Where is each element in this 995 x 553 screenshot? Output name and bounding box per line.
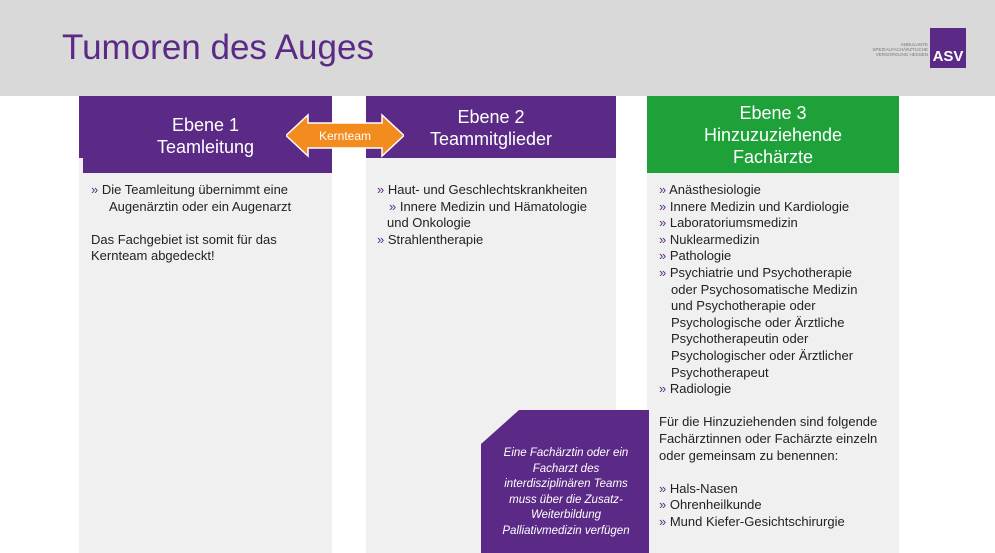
- kernteam-label: Kernteam: [318, 128, 372, 143]
- list-item: » Anästhesiologie: [659, 182, 761, 197]
- kernteam-double-arrow: Kernteam: [284, 113, 406, 158]
- logo-small-text: Ambulante Spezialfachärztliche Versorgun…: [872, 42, 928, 57]
- list-item: Kernteam abgedeckt!: [91, 248, 215, 264]
- bullet-marker: »: [659, 513, 670, 529]
- bullet-marker: »: [659, 497, 670, 513]
- list-item: » Radiologie: [659, 381, 732, 397]
- bullet-marker: »: [389, 198, 400, 214]
- list-item: » Die Teamleitung übernimmt eine: [91, 182, 289, 197]
- bullet-marker: »: [659, 381, 670, 397]
- list-item: » Haut- und Geschlechtskrankheiten: [377, 182, 588, 197]
- bullet-marker: »: [659, 198, 670, 214]
- page-title: Tumoren des Auges: [62, 28, 374, 67]
- list-item: Für die Hinzuziehenden sind folgende: [659, 414, 878, 430]
- list-item: oder Psychosomatische Medizin: [671, 281, 858, 297]
- column-3-heading-line3: Fachärzte: [732, 146, 814, 167]
- list-item: Das Fachgebiet ist somit für das: [91, 231, 277, 247]
- column-2-heading-line2: Teammitglieder: [429, 129, 553, 149]
- list-item: » Nuklearmedizin: [659, 231, 760, 247]
- list-item: oder gemeinsam zu benennen:: [659, 447, 839, 463]
- column-2-body: » Haut- und Geschlechtskrankheiten » Inn…: [377, 182, 613, 248]
- list-item: » Pathologie: [659, 248, 732, 264]
- bullet-marker: »: [377, 231, 388, 247]
- note-text: Eine Fachärztin oder ein Facharzt des in…: [502, 447, 630, 537]
- list-item: » Innere Medizin und Hämatologie: [389, 198, 588, 214]
- list-item: und Psychotherapie oder: [671, 298, 816, 314]
- asv-logo: Ambulante Spezialfachärztliche Versorgun…: [866, 28, 966, 68]
- list-item: » Psychiatrie und Psychotherapie: [659, 264, 852, 280]
- list-item: Psychologischer oder Ärztlicher: [671, 347, 854, 363]
- bullet-marker: »: [91, 182, 102, 197]
- list-item: Psychologische oder Ärztliche: [671, 314, 845, 330]
- bullet-marker: »: [377, 182, 388, 197]
- list-item: Fachärztinnen oder Fachärzte einzeln: [659, 430, 878, 446]
- list-item: » Laboratoriumsmedizin: [659, 215, 798, 231]
- column-1-body: » Die Teamleitung übernimmt eine Augenär…: [91, 182, 321, 265]
- column-2-heading-line1: Ebene 2: [457, 107, 525, 127]
- header-bar: Tumoren des Auges Ambulante Spezialfachä…: [0, 0, 995, 96]
- bullet-marker: »: [659, 248, 670, 264]
- column-3-heading-line1: Ebene 3: [739, 102, 807, 123]
- column-3-heading: Ebene 3 Hinzuzuziehende Fachärzte: [647, 96, 899, 173]
- heading-step: [79, 158, 83, 173]
- column-1-heading-line2: Teamleitung: [156, 136, 255, 157]
- list-item: » Mund Kiefer-Gesichtschirurgie: [659, 513, 845, 529]
- column-ebene-1: Ebene 1 Teamleitung » Die Teamleitung üb…: [79, 96, 332, 553]
- note-shape: [481, 410, 649, 553]
- list-item: » Hals-Nasen: [659, 480, 738, 496]
- column-3-body: » Anästhesiologie » Innere Medizin und K…: [659, 182, 897, 530]
- column-3-heading-line2: Hinzuzuziehende: [703, 124, 843, 145]
- list-item: Psychotherapeutin oder: [671, 331, 809, 347]
- list-item: und Onkologie: [387, 215, 471, 231]
- list-item: » Ohrenheilkunde: [659, 497, 762, 513]
- list-item: » Strahlentherapie: [377, 231, 484, 247]
- logo-mark: ASV: [930, 28, 966, 68]
- palliativ-note: Eine Fachärztin oder ein Facharzt des in…: [481, 410, 649, 553]
- list-item: Augenärztin oder ein Augenarzt: [109, 198, 292, 214]
- list-item: » Innere Medizin und Kardiologie: [659, 198, 850, 214]
- bullet-marker: »: [659, 264, 670, 280]
- bullet-marker: »: [659, 215, 670, 231]
- bullet-marker: »: [659, 231, 670, 247]
- bullet-marker: »: [659, 480, 670, 496]
- column-ebene-3: Ebene 3 Hinzuzuziehende Fachärzte » Anäs…: [647, 96, 899, 553]
- list-item: Psychotherapeut: [671, 364, 769, 380]
- column-1-heading-line1: Ebene 1: [171, 114, 240, 135]
- column-2-heading: Ebene 2 Teammitglieder: [366, 96, 616, 158]
- bullet-marker: »: [659, 182, 670, 197]
